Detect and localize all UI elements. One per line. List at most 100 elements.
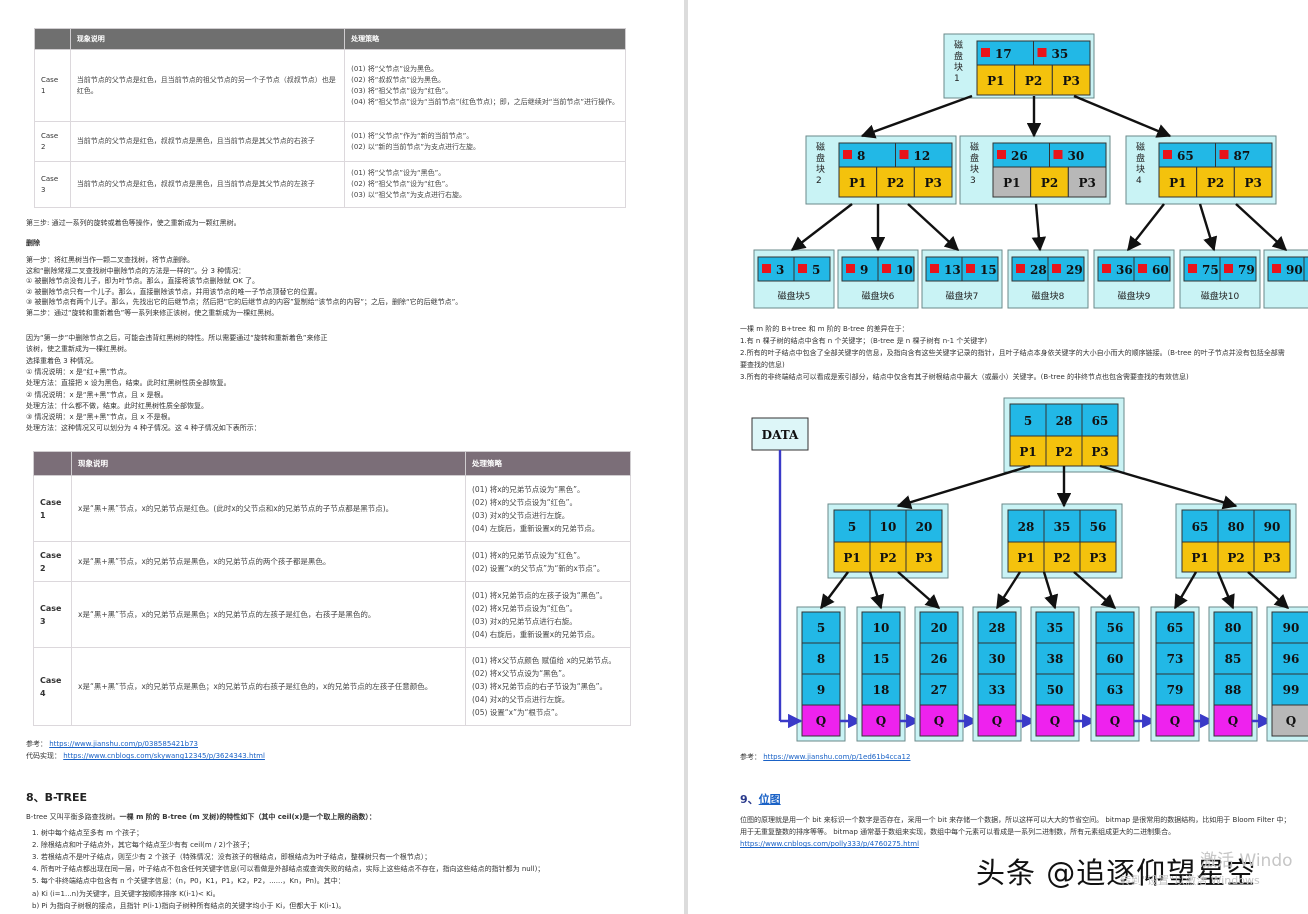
pointer-marker — [1053, 150, 1063, 159]
key-cell — [977, 673, 1017, 706]
key-label: 75 — [1202, 263, 1219, 277]
pointer-marker — [798, 264, 807, 273]
key-label: 80 — [1228, 520, 1245, 534]
code-reference-label: 代码实现： — [26, 752, 61, 760]
key-label: 15 — [873, 652, 890, 666]
text-line: 第一步：将红黑树当作一颗二叉查找树，将节点删除。 — [26, 256, 194, 264]
pointer-label: P2 — [879, 551, 896, 565]
text-line: 因为“第一步”中删除节点之后，可能会违背红黑树的特性。所以需要通过“旋转和重新着… — [26, 334, 328, 342]
pointer-label: P1 — [1017, 551, 1034, 565]
pointer-cell — [833, 541, 871, 573]
bitmap-reference-link[interactable]: https://www.cnblogs.com/polly333/p/47602… — [740, 840, 920, 848]
pointer-cell — [1217, 541, 1255, 573]
case-cell: Case 2 — [33, 541, 72, 582]
strategy-cell: (01) 将x父节点颜色 赋值给 x的兄弟节点。(02) 将x父节点设为“黑色”… — [465, 647, 631, 726]
key-label: 28 — [1018, 520, 1035, 534]
code-reference-link[interactable]: https://www.cnblogs.com/skywang12345/p/3… — [63, 752, 265, 760]
table-header-cell: 处理策略 — [344, 28, 626, 50]
key-label: 73 — [1167, 652, 1184, 666]
key-label: 90 — [1283, 621, 1300, 635]
block-label-char: 3 — [970, 176, 976, 186]
pointer-label: P3 — [1244, 176, 1261, 190]
block-label-char: 磁 — [970, 141, 979, 153]
key-cell — [1081, 403, 1119, 437]
pointer-cell — [1007, 541, 1045, 573]
reference-line-right: 参考： https://www.jianshu.com/p/1ed61b4cca… — [740, 752, 910, 762]
pointer-label: P1 — [1003, 176, 1020, 190]
key-cell — [1155, 611, 1195, 644]
key-cell — [919, 673, 959, 706]
section-9-title: 9、位图 — [740, 791, 781, 807]
pointer-marker — [1224, 264, 1233, 273]
reference-link[interactable]: https://www.jianshu.com/p/038585421b73 — [49, 740, 198, 748]
block-label: 磁盘块7 — [946, 290, 979, 302]
leaf-pointer-label: Q — [876, 714, 886, 728]
key-label: 5 — [812, 263, 820, 277]
reference-line: 参考： https://www.jianshu.com/p/038585421b… — [26, 739, 198, 749]
tree-edge — [1073, 571, 1117, 609]
block-label-char: 磁 — [954, 39, 963, 51]
text-line: 3. 若根结点不是叶子结点，则至少有 2 个孩子（特殊情况：没有孩子的根结点，即… — [32, 853, 432, 862]
case-cell: Case 4 — [33, 647, 72, 726]
key-label: 26 — [931, 652, 948, 666]
tree-edge — [896, 464, 1031, 510]
section-9-link[interactable]: 位图 — [758, 793, 781, 806]
leaf-pointer-label: Q — [992, 714, 1002, 728]
text-line: ② 被删除节点只有一个儿子。那么，直接删除该节点，并用该节点的唯一子节点顶替它的… — [26, 287, 322, 296]
text-line: b) Pi 为指向子树根的接点，且指针 P(i-1)指向子树种所有结点的关键字均… — [32, 901, 346, 910]
key-cell — [1213, 642, 1253, 675]
key-label: 80 — [1225, 621, 1242, 635]
activate-windows-text: 激活 Windo — [1200, 851, 1293, 871]
pointer-marker — [1037, 48, 1047, 57]
strategy-cell: (01) 将“父节点”设为“黑色”。(02) 将“祖父节点”设为“红色”。(03… — [344, 161, 626, 208]
key-label: 8 — [817, 652, 825, 666]
pointer-marker — [1272, 264, 1281, 273]
pointer-cell — [1253, 541, 1291, 573]
leaf-pointer-cell — [861, 704, 901, 737]
key-label: 96 — [1283, 652, 1300, 666]
key-label: 8 — [857, 149, 865, 163]
key-label: 10 — [896, 263, 913, 277]
tree-edge — [1042, 571, 1059, 610]
tree-edge — [907, 203, 960, 251]
key-label: 13 — [944, 263, 961, 277]
text-line: 选择重着色 3 种情况。 — [26, 356, 98, 365]
pointer-cell — [992, 166, 1032, 198]
tree-edge — [1198, 203, 1218, 252]
reference-link[interactable]: https://www.jianshu.com/p/1ed61b4cca12 — [763, 753, 911, 761]
key-label: 65 — [1177, 149, 1194, 163]
pointer-label: P1 — [1169, 176, 1186, 190]
key-label: 28 — [1030, 263, 1047, 277]
key-label: 33 — [989, 683, 1006, 697]
key-label: 60 — [1107, 652, 1124, 666]
strategy-line: (01) 将x兄弟节点的左孩子设为“黑色”。 — [472, 590, 607, 600]
strategy-line: (02) 将x兄弟节点设为“红色”。 — [472, 603, 577, 613]
section-8-title: 8、B-TREE — [26, 791, 87, 804]
pointer-cell — [1233, 166, 1273, 198]
strategy-line: (02) 将x的父节点设为“红色”。 — [472, 497, 577, 507]
btree-intro: B-tree 又叫平衡多路查找树。一棵 m 阶的 B-tree (m 叉树)的特… — [26, 812, 376, 822]
strategy-cell: (01) 将“父节点”作为“新的当前节点”。(02) 以“新的当前节点”为支点进… — [344, 121, 626, 162]
key-label: 5 — [817, 621, 825, 635]
strategy-line: (04) 将“祖父节点”设为“当前节点”(红色节点)；即，之后继续对“当前节点”… — [351, 97, 619, 106]
code-reference-line: 代码实现： https://www.cnblogs.com/skywang123… — [26, 751, 265, 761]
pointer-marker — [1163, 150, 1172, 159]
data-label: DATA — [762, 428, 799, 442]
description-cell: x是“黑+黑”节点，x的兄弟节点是黑色，x的兄弟节点的两个孩子都是黑色。 — [71, 541, 466, 582]
text-line: 位图的原理就是用一个 bit 来标识一个数字是否存在，采用一个 bit 来存储一… — [740, 816, 1291, 824]
pointer-label: P3 — [1062, 74, 1079, 88]
btree-intro-bold: 一棵 m 阶的 B-tree (m 叉树)的特性如下（其中 ceil(x)是一个… — [119, 813, 376, 821]
tree-edge — [790, 203, 853, 251]
pointer-marker — [966, 264, 975, 273]
key-cell — [1095, 642, 1135, 675]
text-line: 1. 树中每个结点至多有 m 个孩子； — [32, 829, 144, 837]
block-label-char: 块 — [816, 163, 825, 175]
text-line: 2.所有的叶子结点中包含了全部关键字的信息，及指向含有这些关键字记录的指针，且叶… — [740, 349, 1285, 357]
pointer-marker — [762, 264, 771, 273]
strategy-line: (05) 设置“x”为“根节点”。 — [472, 708, 563, 717]
